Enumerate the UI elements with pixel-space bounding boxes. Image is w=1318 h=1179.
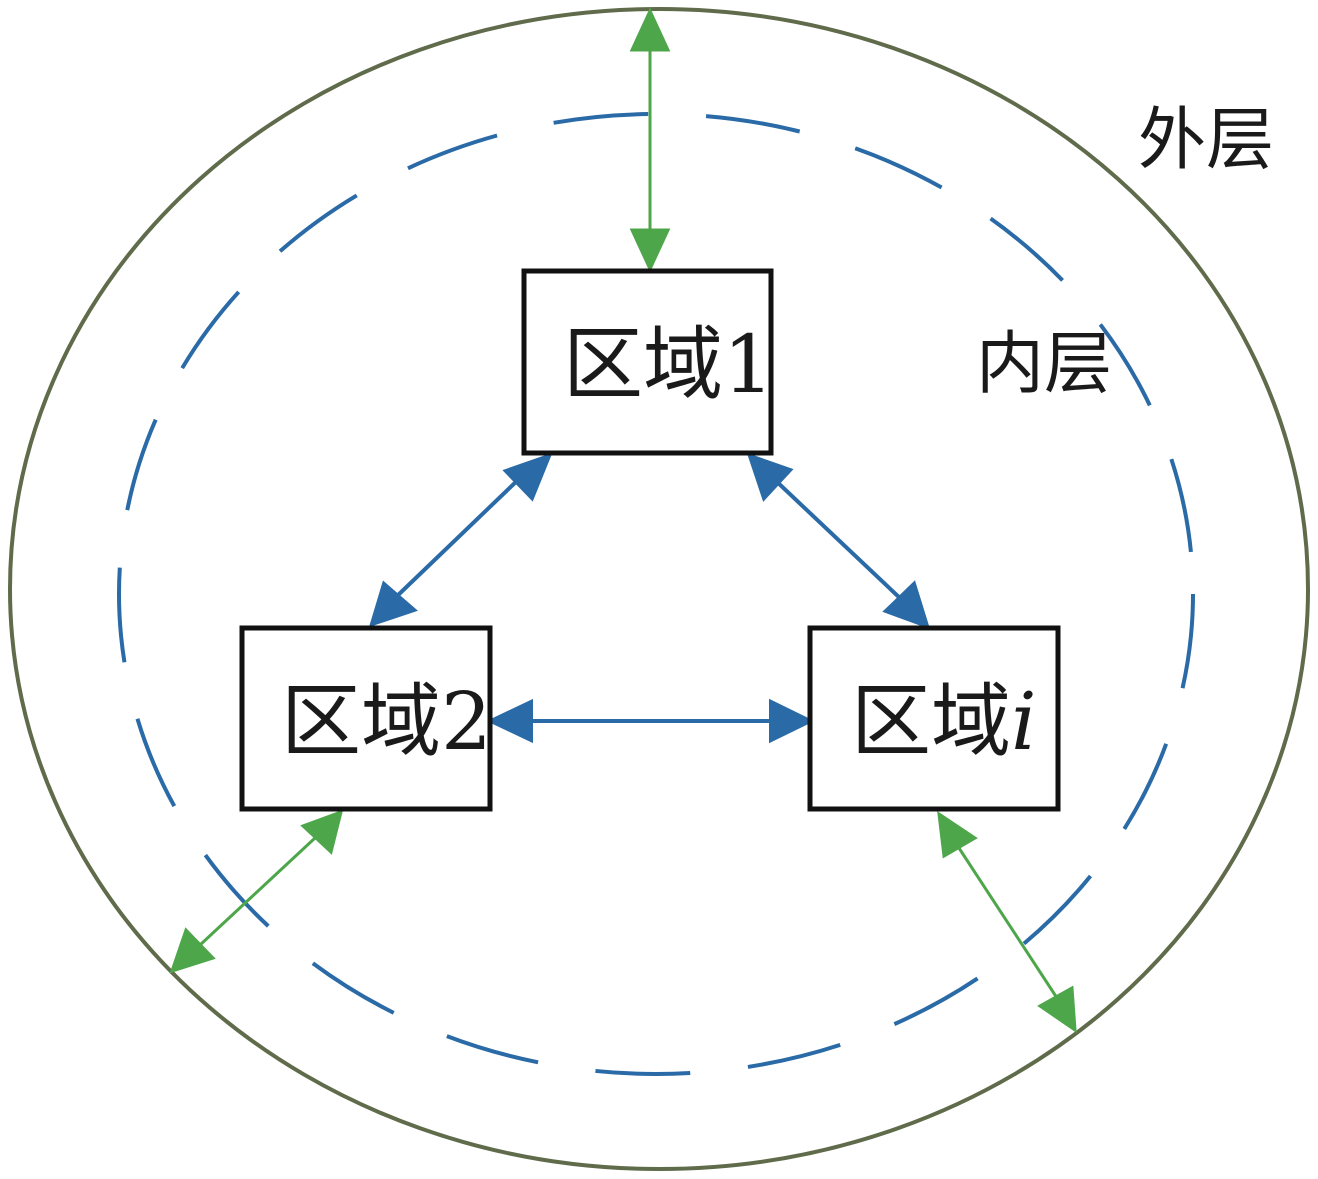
arrowhead-outer-bottom-left [169, 927, 216, 974]
arrow-regioni-outer-line [955, 844, 1059, 999]
region-2-label: 区域2 [281, 675, 492, 768]
arrowhead-regioni-top-end [882, 580, 931, 630]
inner-layer-label: 内层 [976, 325, 1112, 404]
inner-arrows [368, 452, 931, 744]
outer-layer-label: 外层 [1138, 101, 1274, 180]
region-1-label: 区域1 [563, 318, 774, 411]
arrow-region2-outer-line [198, 836, 317, 947]
region-1-box: 区域1 [521, 268, 774, 456]
arrowhead-region2-bottom [300, 809, 344, 855]
region-2-box: 区域2 [239, 625, 493, 812]
arrowhead-outer-top [629, 7, 671, 52]
arrowhead-region1-end [502, 452, 553, 502]
arrowhead-regioni-left-end [769, 698, 815, 744]
arrowhead-regioni-bottom [937, 810, 978, 859]
arrowhead-region2-right-end [486, 698, 533, 744]
inner-layer-ellipse [117, 112, 1195, 1076]
arrowhead-region2-end [368, 580, 418, 628]
arrowhead-outer-bottom-right [1037, 985, 1077, 1033]
outer-arrows [169, 7, 1077, 1033]
region-i-box: 区域i [807, 625, 1061, 812]
arrow-region1-region2-line [393, 476, 522, 600]
arrowhead-region1-right-end [746, 452, 794, 502]
arrow-region1-regioni-line [773, 478, 904, 602]
arrowhead-region1-top [629, 228, 671, 273]
region-i-label: 区域i [851, 675, 1037, 768]
outer-layer-ellipse [8, 7, 1310, 1171]
